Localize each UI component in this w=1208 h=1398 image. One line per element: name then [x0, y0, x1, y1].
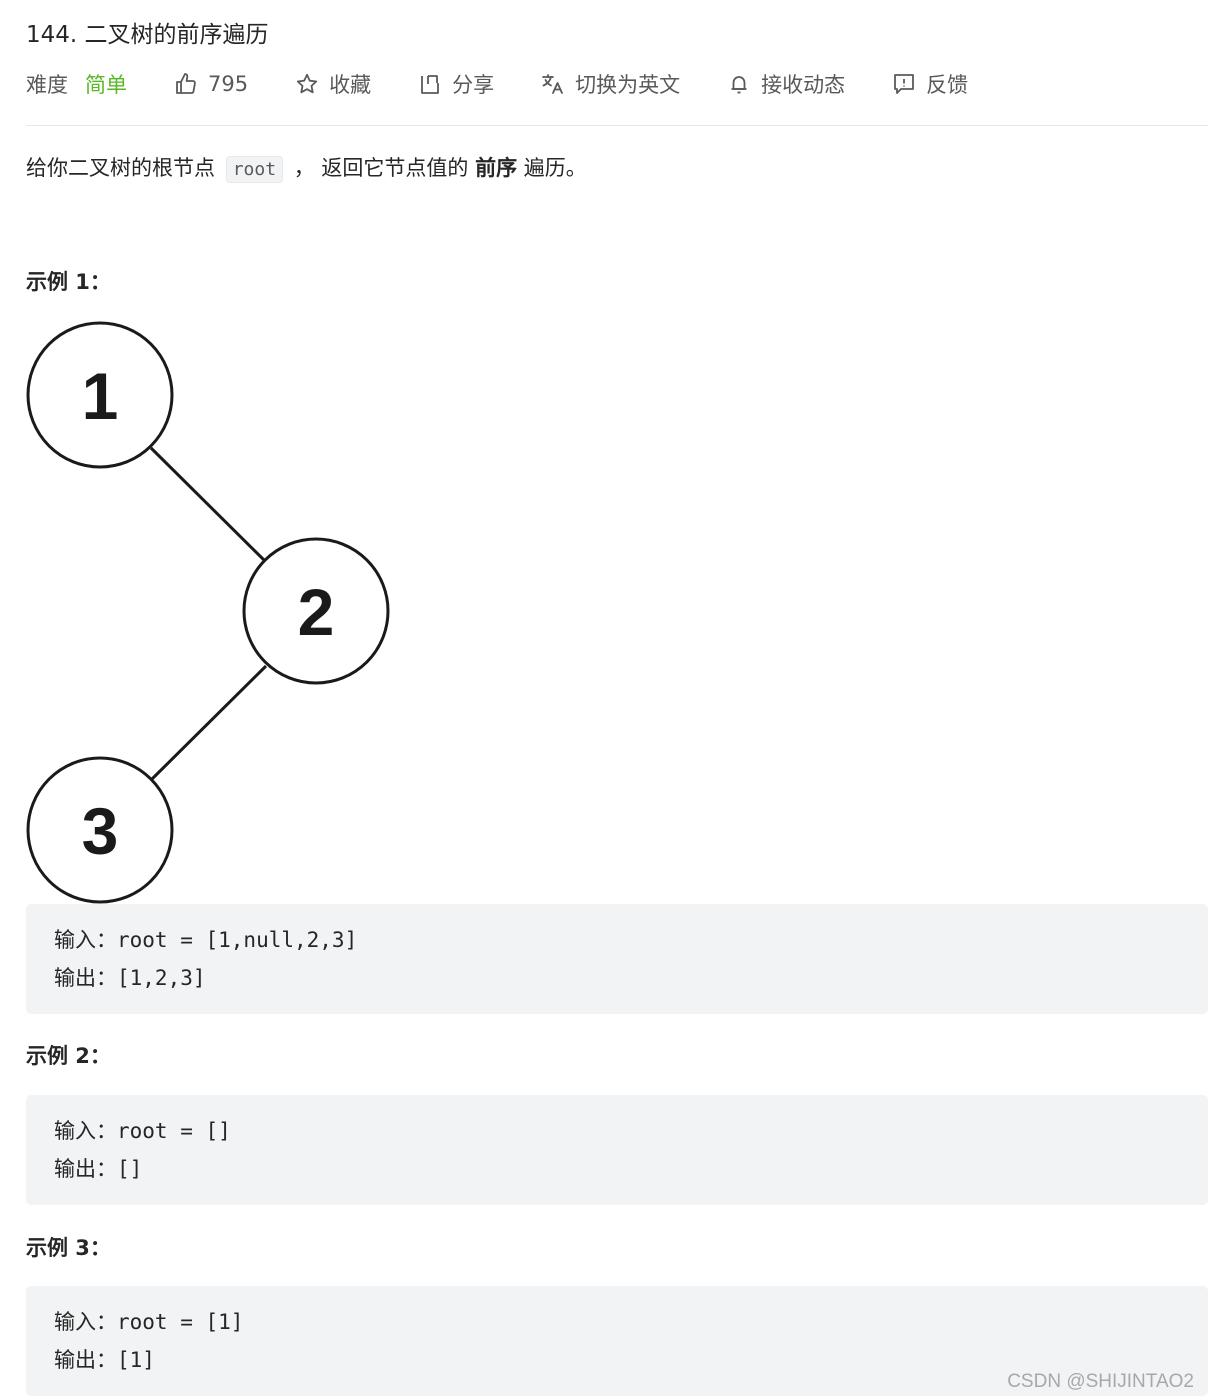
tree-edge-1-2	[149, 446, 268, 564]
example-2-code-block: 输入：root = [] 输出：[]	[26, 1095, 1208, 1205]
tree-edge-2-3	[148, 664, 268, 783]
tree-node-3-label: 3	[82, 794, 119, 868]
csdn-watermark: CSDN @SHIJINTAO2	[1007, 1371, 1194, 1392]
tree-node-1: 1	[26, 321, 174, 469]
tree-node-3: 3	[26, 756, 174, 904]
feedback-label: 反馈	[926, 73, 969, 97]
example-1-heading: 示例 1：	[26, 270, 111, 294]
translate-button[interactable]: 切换为英文	[540, 64, 680, 104]
difficulty: 难度 简单	[26, 64, 127, 104]
share-icon	[417, 71, 443, 97]
problem-description: 给你二叉树的根节点 root ， 返回它节点值的 前序 遍历。	[26, 150, 587, 188]
feedback-icon	[891, 71, 917, 97]
difficulty-value: 简单	[85, 73, 127, 97]
example-1-tree-diagram: 1 2 3	[26, 321, 390, 904]
example-1-output: 输出：[1,2,3]	[54, 966, 206, 990]
favorite-button[interactable]: 收藏	[294, 64, 371, 104]
example-2-input: 输入：root = []	[54, 1119, 231, 1143]
tree-node-2: 2	[242, 537, 390, 685]
favorite-label: 收藏	[329, 73, 372, 97]
translate-icon	[540, 71, 566, 97]
example-3-input: 输入：root = [1]	[54, 1310, 244, 1334]
example-3-code-block: 输入：root = [1] 输出：[1]	[26, 1286, 1208, 1396]
like-button[interactable]: 795	[173, 64, 248, 104]
share-button[interactable]: 分享	[417, 64, 494, 104]
problem-page: 144. 二叉树的前序遍历 难度 简单 795 收藏	[26, 0, 1208, 1398]
description-middle: ， 返回它节点值的	[293, 156, 469, 180]
example-1-code-block: 输入：root = [1,null,2,3] 输出：[1,2,3]	[26, 904, 1208, 1014]
tree-node-2-label: 2	[298, 575, 335, 649]
example-3-heading: 示例 3：	[26, 1236, 111, 1260]
translate-label: 切换为英文	[575, 73, 681, 97]
subscribe-button[interactable]: 接收动态	[726, 64, 845, 104]
feedback-button[interactable]: 反馈	[891, 64, 968, 104]
description-code: root	[225, 156, 284, 183]
tree-node-1-label: 1	[82, 359, 119, 433]
difficulty-label: 难度	[26, 73, 68, 97]
bell-icon	[726, 71, 752, 97]
problem-title: 144. 二叉树的前序遍历	[26, 22, 269, 48]
example-2-output: 输出：[]	[54, 1157, 143, 1181]
example-2-heading: 示例 2：	[26, 1044, 111, 1068]
description-prefix: 给你二叉树的根节点	[26, 156, 215, 180]
share-label: 分享	[452, 73, 495, 97]
star-icon	[294, 71, 320, 97]
subscribe-label: 接收动态	[761, 73, 846, 97]
description-emphasis: 前序	[475, 156, 518, 180]
description-suffix: 遍历。	[523, 156, 587, 180]
like-count: 795	[208, 72, 249, 96]
example-1-input: 输入：root = [1,null,2,3]	[54, 928, 358, 952]
problem-meta-bar: 难度 简单 795 收藏	[26, 64, 968, 104]
header-divider	[26, 125, 1208, 126]
thumbs-up-icon	[173, 71, 199, 97]
example-3-output: 输出：[1]	[54, 1348, 155, 1372]
